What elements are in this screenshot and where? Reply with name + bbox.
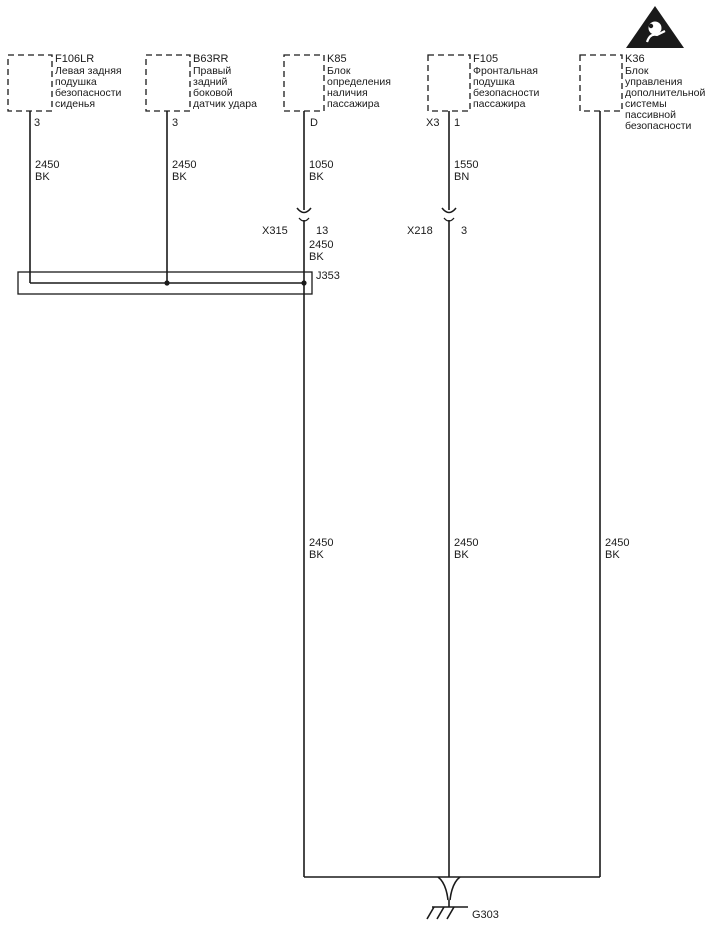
wire-color: BK bbox=[309, 251, 324, 263]
component-code: K36 bbox=[625, 53, 645, 65]
component-f105: F105 Фронтальная подушка безопасности па… bbox=[426, 53, 540, 129]
ground-label: G303 bbox=[472, 909, 499, 921]
ground-symbol-icon bbox=[426, 900, 468, 920]
component-k36: K36 Блок управления дополнительной систе… bbox=[625, 53, 705, 132]
wire-size: 2450 bbox=[172, 159, 196, 171]
component-code: F105 bbox=[473, 53, 498, 65]
wire-color: BK bbox=[35, 171, 50, 183]
component-f106lr: F106LR Левая задняя подушка безопасности… bbox=[34, 53, 122, 129]
component-desc-line: датчик удара bbox=[193, 98, 257, 110]
component-desc-line: подушка bbox=[55, 76, 97, 88]
component-desc-line: дополнительной bbox=[625, 87, 705, 99]
connector-pin: 3 bbox=[461, 225, 467, 237]
wire-color: BK bbox=[309, 171, 324, 183]
connector-name: X218 bbox=[407, 225, 433, 237]
wire-color: BK bbox=[309, 549, 324, 561]
pin-label: D bbox=[310, 117, 318, 129]
component-desc-line: Левая задняя bbox=[55, 65, 122, 77]
component-desc-line: Правый bbox=[193, 65, 231, 77]
splice-pack-j353 bbox=[17, 271, 313, 295]
wire-label-w4: 1550 BN bbox=[454, 159, 478, 183]
splice-node bbox=[301, 280, 307, 286]
component-desc-line: Фронтальная bbox=[473, 65, 538, 77]
wire-label-w8: 2450 BK bbox=[605, 537, 629, 561]
component-desc-line: безопасности bbox=[55, 87, 122, 99]
component-desc-line: наличия bbox=[327, 87, 368, 99]
ground-stem bbox=[437, 876, 461, 901]
component-desc-line: задний bbox=[193, 76, 227, 88]
component-box-f106lr bbox=[7, 54, 53, 112]
connector-x218: X218 3 bbox=[407, 207, 467, 237]
wire-label-w5: 2450 BK bbox=[309, 239, 333, 263]
component-desc-line: безопасности bbox=[473, 87, 540, 99]
component-k85: K85 Блок определения наличия пассажира D bbox=[310, 53, 391, 129]
connector-x315: X315 13 bbox=[262, 207, 328, 237]
component-desc-line: пассивной bbox=[625, 109, 676, 121]
wire-label-w2: 2450 BK bbox=[172, 159, 196, 183]
component-desc-line: боковой bbox=[193, 87, 233, 99]
wire-size: 2450 bbox=[309, 537, 333, 549]
pin-label: 3 bbox=[34, 117, 40, 129]
wire-color: BK bbox=[172, 171, 187, 183]
wire-label-w6: 2450 BK bbox=[309, 537, 333, 561]
component-box-f105 bbox=[427, 54, 471, 112]
component-code: B63RR bbox=[193, 53, 229, 65]
component-desc-line: Блок bbox=[327, 65, 351, 77]
wire-color: BN bbox=[454, 171, 469, 183]
component-desc-line: управления bbox=[625, 76, 682, 88]
wire-label-w3: 1050 BK bbox=[309, 159, 333, 183]
wire-label-w1: 2450 BK bbox=[35, 159, 59, 183]
wire-size: 2450 bbox=[454, 537, 478, 549]
component-desc-line: пассажира bbox=[327, 98, 380, 110]
wire-color: BK bbox=[605, 549, 620, 561]
component-desc-line: подушка bbox=[473, 76, 515, 88]
component-desc-line: Блок bbox=[625, 65, 649, 77]
component-desc-line: сиденья bbox=[55, 98, 95, 110]
component-box-k85 bbox=[283, 54, 325, 112]
component-box-k36 bbox=[579, 54, 623, 112]
airbag-warning-icon bbox=[626, 6, 684, 48]
component-code: F106LR bbox=[55, 53, 94, 65]
component-desc-line: безопасности bbox=[625, 120, 692, 132]
component-b63rr: B63RR Правый задний боковой датчик удара… bbox=[172, 53, 257, 129]
pin-label: 3 bbox=[172, 117, 178, 129]
component-box-b63rr bbox=[145, 54, 191, 112]
wire-size: 2450 bbox=[605, 537, 629, 549]
component-desc-line: системы bbox=[625, 98, 667, 110]
wire-size: 2450 bbox=[309, 239, 333, 251]
wire-size: 1050 bbox=[309, 159, 333, 171]
component-code: K85 bbox=[327, 53, 347, 65]
component-desc-line: определения bbox=[327, 76, 391, 88]
connector-name: X315 bbox=[262, 225, 288, 237]
splice-label: J353 bbox=[316, 270, 340, 282]
splice-node bbox=[164, 280, 170, 286]
pin-label: 1 bbox=[454, 117, 460, 129]
wire-size: 2450 bbox=[35, 159, 59, 171]
connector-label: X3 bbox=[426, 117, 439, 129]
wire-label-w7: 2450 BK bbox=[454, 537, 478, 561]
connector-pin: 13 bbox=[316, 225, 328, 237]
component-desc-line: пассажира bbox=[473, 98, 526, 110]
wire-size: 1550 bbox=[454, 159, 478, 171]
wire-color: BK bbox=[454, 549, 469, 561]
